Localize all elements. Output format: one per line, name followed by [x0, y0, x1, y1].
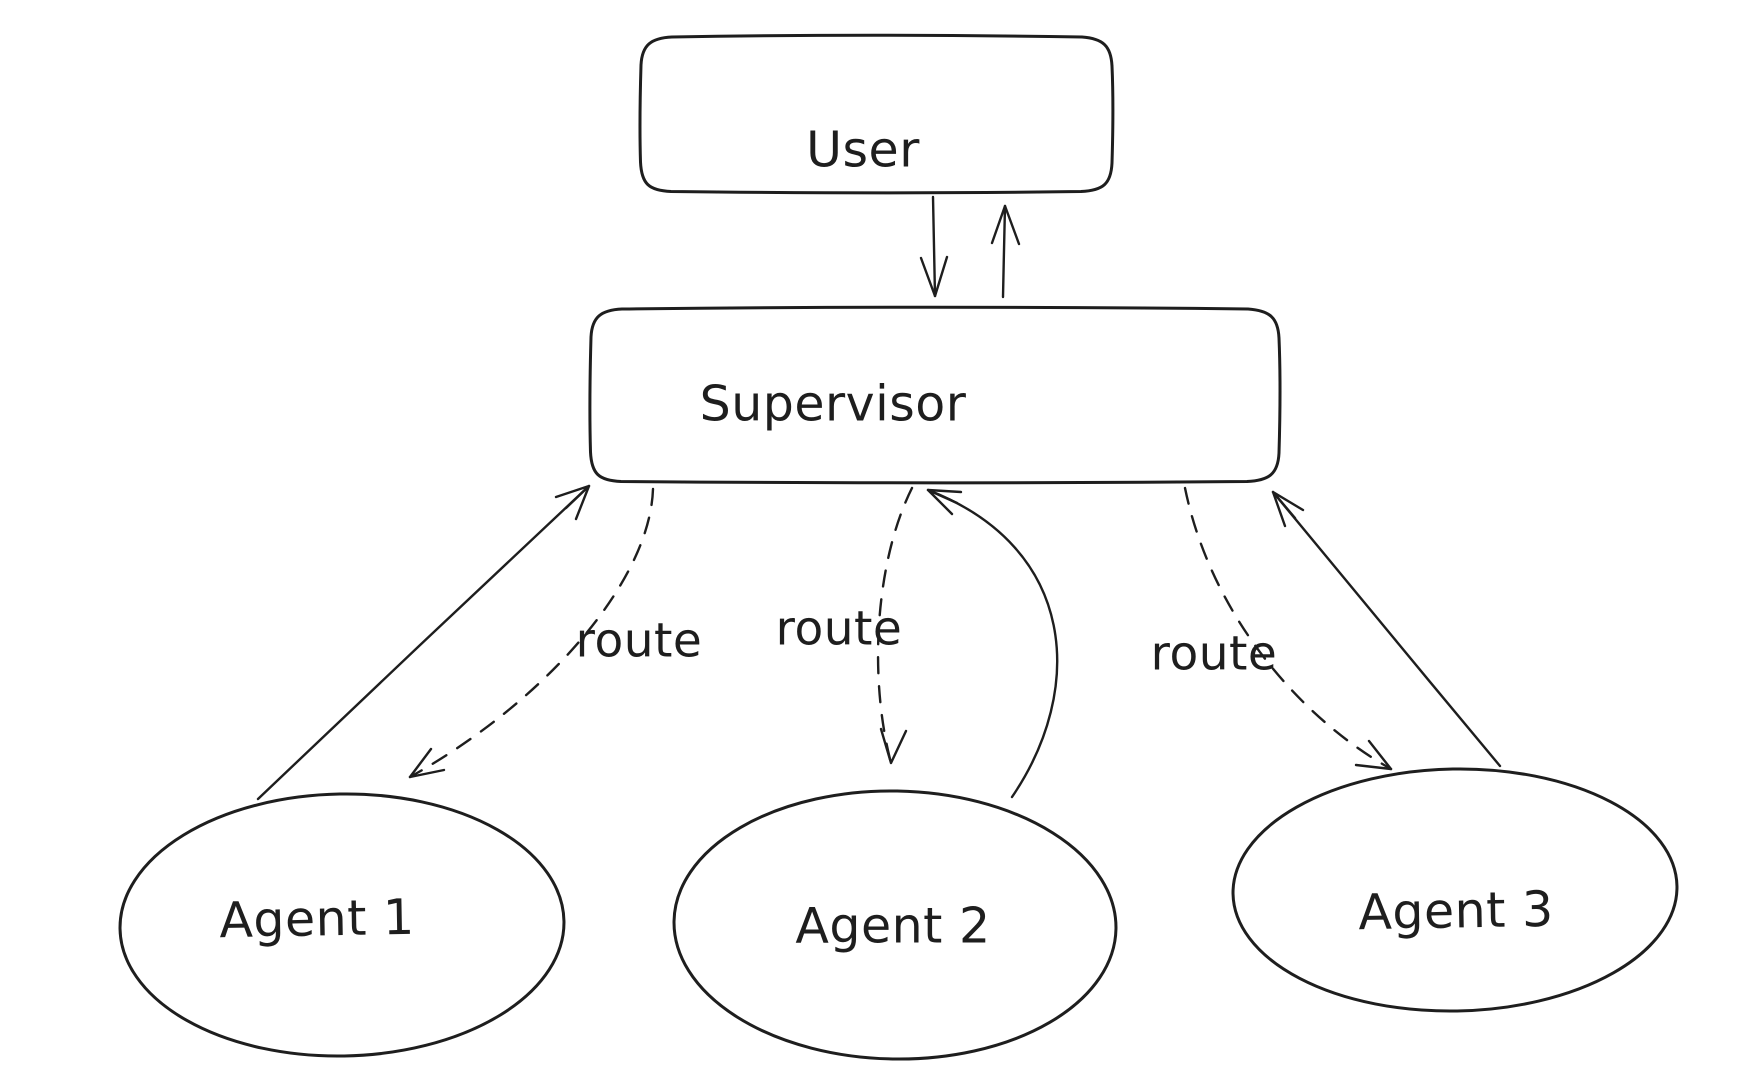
edge-agent2-to-supervisor	[926, 488, 1059, 799]
agent-2-node-shape	[672, 789, 1118, 1061]
edge-supervisor-to-agent2	[876, 486, 914, 765]
agent-3-node-shape	[1231, 767, 1679, 1013]
agent-1-node-shape	[118, 792, 566, 1058]
edge-supervisor-to-user	[990, 204, 1021, 299]
route-label-agent3: route	[1150, 626, 1278, 682]
supervisor-node-shape	[588, 305, 1282, 485]
route-label-agent2: route	[775, 601, 903, 657]
edge-agent1-to-supervisor	[256, 484, 591, 801]
edge-user-to-supervisor	[919, 195, 949, 298]
edge-agent3-to-supervisor	[1271, 490, 1502, 768]
user-node-label: User	[806, 121, 920, 179]
agent-1-node-label: Agent 1	[218, 888, 416, 950]
agent-3-node-label: Agent 3	[1357, 880, 1555, 942]
edge-supervisor-to-agent3	[1183, 486, 1393, 771]
edge-supervisor-to-agent1	[408, 487, 655, 779]
supervisor-node-label: Supervisor	[699, 375, 967, 433]
agent-2-node-label: Agent 2	[795, 897, 991, 955]
route-label-agent1: route	[575, 613, 703, 669]
user-node-shape	[638, 33, 1115, 195]
